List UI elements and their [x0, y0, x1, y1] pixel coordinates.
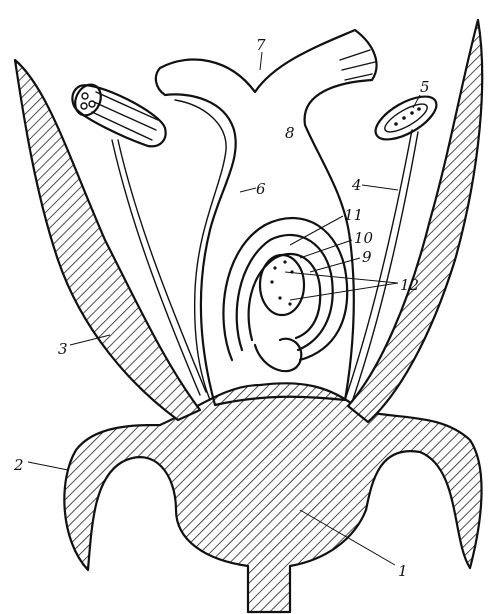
anther-left [70, 80, 165, 146]
petal-left [15, 60, 200, 420]
style-wall [175, 100, 226, 400]
label-7: 7 [256, 36, 266, 54]
label-1: 1 [398, 562, 408, 580]
label-4: 4 [351, 176, 362, 194]
ovule [223, 218, 347, 371]
label-10: 10 [354, 229, 374, 247]
label-6: 6 [256, 180, 266, 198]
label-12: 12 [400, 276, 419, 294]
label-11: 11 [344, 206, 363, 224]
label-2: 2 [13, 456, 24, 474]
anther-right [369, 88, 443, 148]
label-5: 5 [420, 78, 430, 96]
label-3: 3 [58, 340, 68, 358]
label-8: 8 [285, 124, 295, 142]
label-9: 9 [362, 248, 372, 266]
stigma-ridges [340, 50, 375, 80]
receptacle-and-sepals [64, 383, 481, 612]
